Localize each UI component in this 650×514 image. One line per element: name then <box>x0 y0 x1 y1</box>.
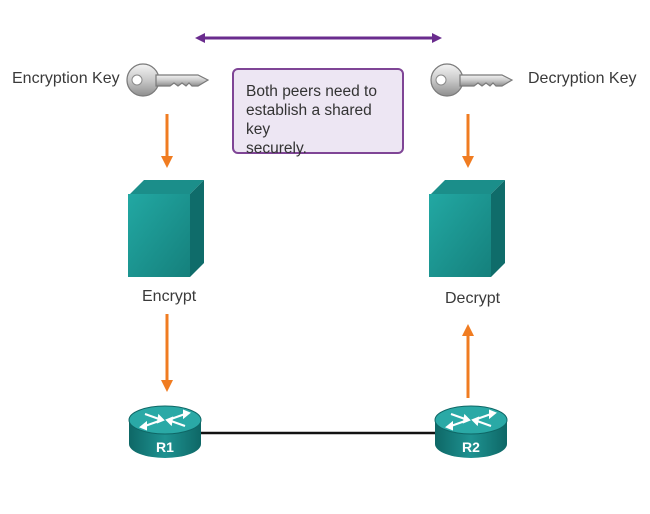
decryption-key-label: Decryption Key <box>528 70 637 87</box>
decrypt-label: Decrypt <box>445 290 501 307</box>
encrypt-box <box>128 180 204 277</box>
shared-key-callout: Both peers need to establish a shared ke… <box>232 68 404 157</box>
router-r1: R1 <box>128 405 202 458</box>
encrypt-label: Encrypt <box>142 288 197 305</box>
callout-line: establish a shared key <box>246 102 372 138</box>
router-arrows-icon <box>139 409 191 431</box>
decryption-key-icon <box>430 63 514 97</box>
callout-line: securely. <box>246 140 307 157</box>
router-r1-label: R1 <box>156 439 174 455</box>
callout-line: Both peers need to <box>246 83 377 100</box>
router-arrows-icon <box>445 409 497 431</box>
encryption-key-icon <box>126 63 210 97</box>
router-r2: R2 <box>434 405 508 458</box>
encryption-key-label: Encryption Key <box>12 70 120 87</box>
decrypt-box <box>429 180 505 277</box>
router-r2-label: R2 <box>462 439 480 455</box>
